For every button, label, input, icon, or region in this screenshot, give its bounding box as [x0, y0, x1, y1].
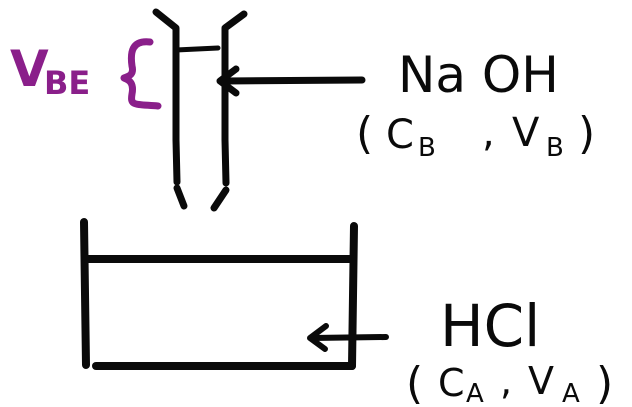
titrant-paren-close: ) — [578, 108, 595, 159]
analyte-concentration-sub: A — [466, 379, 484, 407]
burette-volume-mark — [173, 45, 221, 53]
analyte-paren-close: ) — [596, 358, 613, 407]
titrant-volume: V — [512, 110, 540, 156]
endpoint-volume-symbol: V — [10, 40, 49, 98]
endpoint-volume-subscript: BE — [44, 64, 90, 102]
titrant-volume-sub: B — [546, 133, 564, 163]
titrant-concentration-sub: B — [418, 133, 436, 163]
curly-brace-icon — [120, 38, 162, 110]
analyte-concentration: C — [438, 361, 465, 405]
analyte-volume-sub: A — [562, 379, 580, 407]
titrant-arrow — [216, 65, 366, 97]
titrant-paren-open: ( — [356, 108, 373, 159]
analyte-separator: , — [500, 359, 512, 403]
titrant-separator: , — [482, 110, 495, 156]
analyte-label: HCl ( C A , V A ) — [406, 292, 613, 407]
titrant-label: Na OH ( C B , V B ) — [356, 46, 595, 163]
beaker-icon — [80, 218, 358, 370]
analyte-paren-open: ( — [406, 358, 423, 407]
analyte-name: HCl — [440, 292, 540, 360]
burette-icon — [152, 8, 248, 212]
titrant-concentration: C — [386, 112, 414, 158]
analyte-arrow — [307, 323, 389, 352]
titrant-name: Na OH — [398, 46, 559, 104]
endpoint-volume-label: V BE — [10, 38, 162, 110]
analyte-volume: V — [528, 359, 554, 403]
